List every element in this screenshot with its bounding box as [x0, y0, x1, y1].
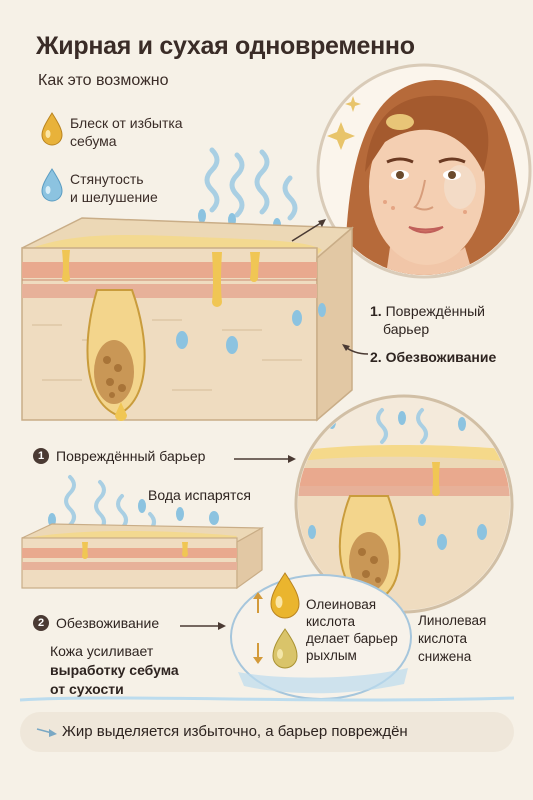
step-1-arrow [234, 455, 296, 463]
water-drop-icon [41, 168, 63, 202]
oleic-acid-text: Олеиновая кислота делает барьер рыхлым [306, 597, 398, 663]
arrow-up-icon [253, 592, 263, 613]
step-2-arrow [180, 622, 226, 630]
page-title: Жирная и сухая одновременно [36, 32, 415, 60]
oleic-drop-icon [270, 572, 300, 619]
page-subtitle: Как это возможно [38, 72, 169, 89]
callout-dehydration-arrow [342, 344, 369, 355]
evaporation-label: Вода испарятся [148, 487, 251, 503]
arrow-to-face [291, 219, 326, 242]
callout-barrier: 1. Повреждённый барьер [370, 303, 485, 337]
legend-sebum: Блеск от избытка себума [70, 115, 183, 149]
face-illustration [316, 63, 532, 279]
callout-dehydration: 2. Обезвоживание [370, 349, 497, 365]
arrow-right-icon [36, 728, 57, 737]
water-surface [19, 696, 515, 702]
skin-cross-section-top [21, 147, 354, 422]
arrow-down-icon [253, 643, 263, 664]
zoomed-gland-illustration [294, 394, 514, 614]
linoleic-drop-icon [272, 628, 298, 669]
legend-dryness: Стянутость и шелушение [70, 171, 158, 205]
step-1-badge: 1 [33, 448, 49, 464]
skin-cross-section-thin [21, 475, 265, 590]
step-1-label: Повреждённый барьер [56, 448, 206, 464]
footer-text: Жир выделяется избыточно, а барьер повре… [62, 723, 408, 740]
compensation-text: Кожа усиливает выработку себума от сухос… [50, 643, 179, 697]
sebum-drop-icon [41, 112, 63, 146]
linoleic-acid-text: Линолевая кислота снижена [418, 613, 487, 664]
step-2-badge: 2 [33, 615, 49, 631]
footer-banner [20, 712, 514, 752]
step-2-label: Обезвоживание [56, 615, 160, 631]
